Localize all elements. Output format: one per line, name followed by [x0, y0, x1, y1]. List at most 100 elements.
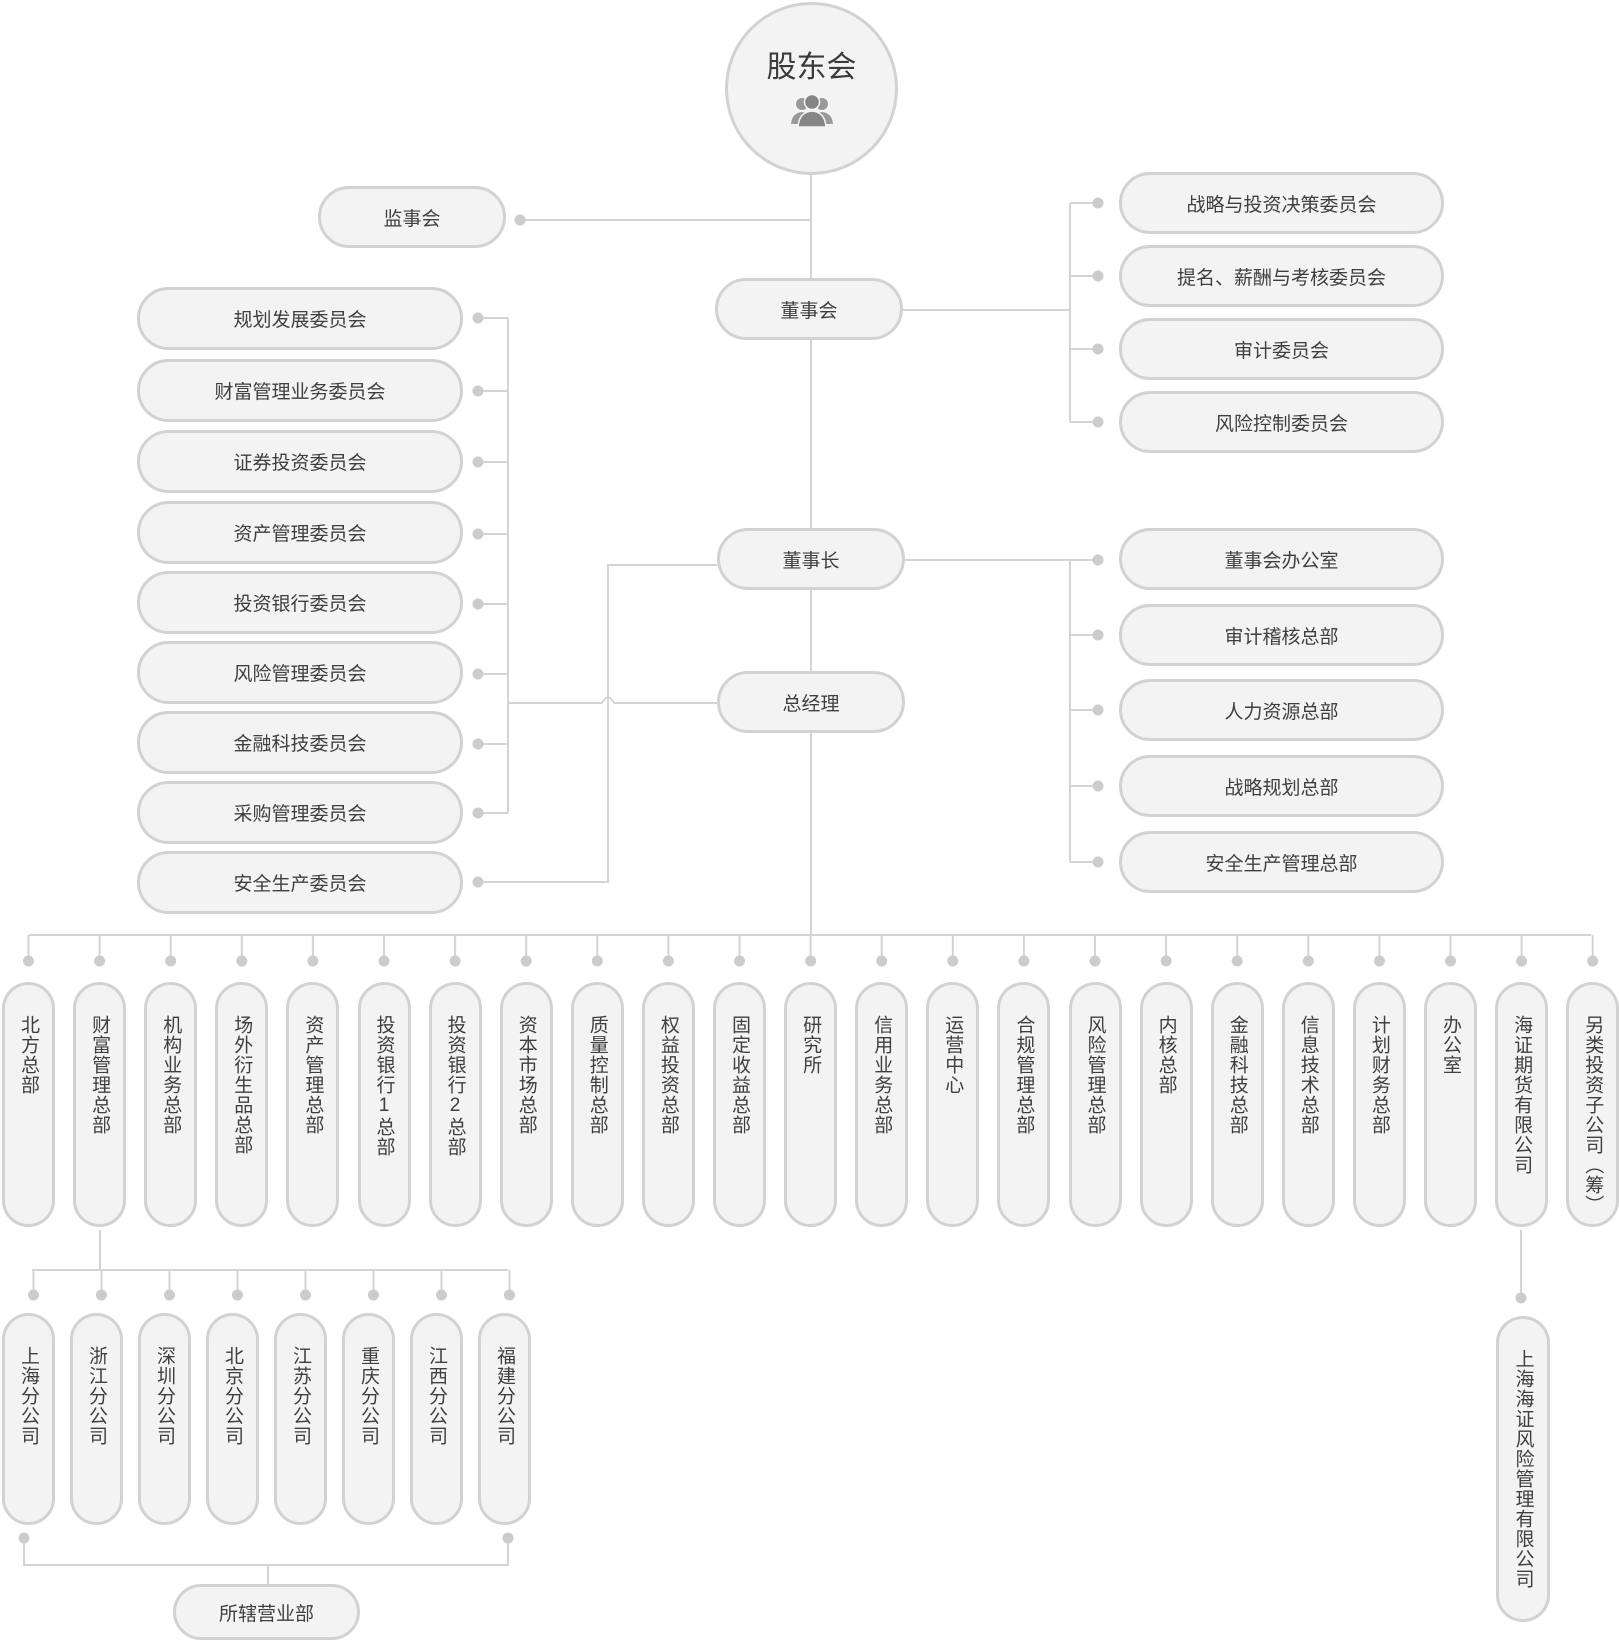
department-node: 海证期货有限公司: [1495, 982, 1549, 1227]
department-node: 合规管理总部: [997, 982, 1051, 1227]
shareholders-meeting-node: 股东会: [725, 2, 898, 175]
connector-dot: [472, 528, 484, 540]
chairman-department-node: 战略规划总部: [1119, 755, 1444, 817]
department-node: 信用业务总部: [855, 982, 909, 1227]
chairman-department-node: 审计稽核总部: [1119, 604, 1444, 666]
connector-dot: [307, 955, 319, 967]
connector-dot: [1092, 629, 1104, 641]
branch-node: 深圳分公司: [138, 1313, 191, 1525]
connector-dot: [368, 1289, 379, 1301]
chairman-department-label: 董事会办公室: [1224, 550, 1339, 572]
shareholders-meeting-label: 股东会: [766, 50, 857, 84]
connector-dot: [18, 1532, 30, 1544]
board-committee-label: 提名、薪酬与考核委员会: [1176, 267, 1386, 289]
connector-dot: [1092, 343, 1104, 355]
department-node: 投资银行1总部: [357, 982, 411, 1227]
board-committee-node: 提名、薪酬与考核委员会: [1119, 245, 1444, 307]
connector-dot: [472, 876, 484, 888]
connector-dot: [378, 955, 390, 967]
general-manager-node: 总经理: [717, 671, 905, 733]
supervisory-board-node: 监事会: [318, 186, 506, 248]
department-node: 投资银行2总部: [428, 982, 482, 1227]
department-node: 信息技术总部: [1281, 982, 1335, 1227]
branch-label: 江西分公司: [426, 1346, 447, 1446]
connector-dot: [504, 1289, 515, 1301]
connector-dot: [734, 955, 745, 967]
connector-dot: [1092, 554, 1104, 566]
branch-label: 上海分公司: [18, 1346, 39, 1446]
gm-committee-node: 金融科技委员会: [137, 711, 463, 774]
chairman-department-node: 人力资源总部: [1119, 679, 1444, 741]
connector-dot: [1515, 1292, 1527, 1304]
connector-dot: [472, 312, 484, 324]
connector-dot: [472, 738, 484, 750]
gm-committee-label: 采购管理委员会: [233, 804, 367, 825]
gm-committee-label: 投资银行委员会: [233, 594, 367, 615]
department-label: 场外衍生品总部: [231, 1015, 253, 1155]
connector-dot: [1018, 955, 1030, 967]
connector-dot: [232, 1289, 243, 1301]
connector-dot: [1089, 955, 1101, 967]
gm-committee-label: 证券投资委员会: [233, 453, 367, 474]
connector-dot: [436, 1289, 447, 1301]
branch-node: 江西分公司: [410, 1313, 463, 1525]
board-committee-node: 战略与投资决策委员会: [1119, 172, 1444, 234]
department-label: 信用业务总部: [871, 1015, 893, 1135]
connector-dot: [472, 456, 484, 468]
gm-committee-node: 采购管理委员会: [137, 781, 463, 844]
department-node: 资本市场总部: [499, 982, 553, 1227]
gm-committee-label: 风险管理委员会: [233, 664, 367, 685]
connector-dot: [165, 955, 177, 967]
board-of-directors-label: 董事会: [780, 300, 838, 322]
connector-dot: [1587, 955, 1599, 967]
connector-dot: [23, 955, 34, 967]
branch-label: 重庆分公司: [358, 1346, 379, 1446]
connector-dot: [1302, 955, 1314, 967]
connector-dot: [94, 955, 106, 967]
connector-dot: [520, 955, 532, 967]
supervisory-board-label: 监事会: [383, 208, 441, 230]
branch-label: 江苏分公司: [290, 1346, 311, 1446]
department-label: 风险管理总部: [1084, 1015, 1106, 1135]
gm-committee-label: 规划发展委员会: [233, 310, 367, 331]
connector-dot: [1092, 270, 1104, 282]
gm-committee-label: 金融科技委员会: [233, 734, 367, 755]
connector-dot: [514, 214, 526, 226]
branch-node: 浙江分公司: [70, 1313, 123, 1525]
department-label: 合规管理总部: [1013, 1015, 1035, 1135]
department-label: 机构业务总部: [160, 1015, 182, 1135]
chairman-department-label: 安全生产管理总部: [1205, 853, 1358, 875]
general-manager-label: 总经理: [782, 693, 840, 715]
gm-committee-node: 证券投资委员会: [137, 430, 463, 493]
department-label: 另类投资子公司（筹）: [1582, 1015, 1604, 1215]
connector-dot: [96, 1289, 107, 1301]
connector-dot: [1092, 856, 1104, 868]
board-of-directors-node: 董事会: [715, 278, 903, 340]
chairman-department-label: 战略规划总部: [1224, 777, 1339, 799]
department-node: 质量控制总部: [570, 982, 624, 1227]
branch-node: 福建分公司: [478, 1313, 531, 1525]
chairman-department-label: 审计稽核总部: [1224, 626, 1339, 648]
connector-dot: [472, 668, 484, 680]
branch-sales-offices-node: 所辖营业部: [173, 1584, 360, 1640]
department-node: 另类投资子公司（筹）: [1566, 982, 1619, 1227]
department-label: 计划财务总部: [1368, 1015, 1390, 1135]
connector-dot: [164, 1289, 175, 1301]
department-label: 运营中心: [942, 1015, 964, 1095]
branch-label: 北京分公司: [222, 1346, 243, 1446]
branch-sales-offices-label: 所辖营业部: [218, 1603, 314, 1625]
department-label: 研究所: [800, 1015, 822, 1075]
department-node: 风险管理总部: [1068, 982, 1122, 1227]
connector-dot: [1092, 197, 1104, 209]
connector-dot: [591, 955, 603, 967]
department-node: 研究所: [784, 982, 838, 1227]
department-label: 权益投资总部: [657, 1015, 679, 1135]
department-label: 内核总部: [1155, 1015, 1177, 1095]
branch-node: 江苏分公司: [274, 1313, 327, 1525]
chairman-department-node: 安全生产管理总部: [1119, 831, 1444, 893]
department-node: 财富管理总部: [73, 982, 127, 1227]
chairman-label: 董事长: [782, 550, 840, 572]
connector-dot: [1092, 704, 1104, 716]
connector-dot: [1092, 416, 1104, 428]
chairman-node: 董事长: [717, 528, 905, 590]
